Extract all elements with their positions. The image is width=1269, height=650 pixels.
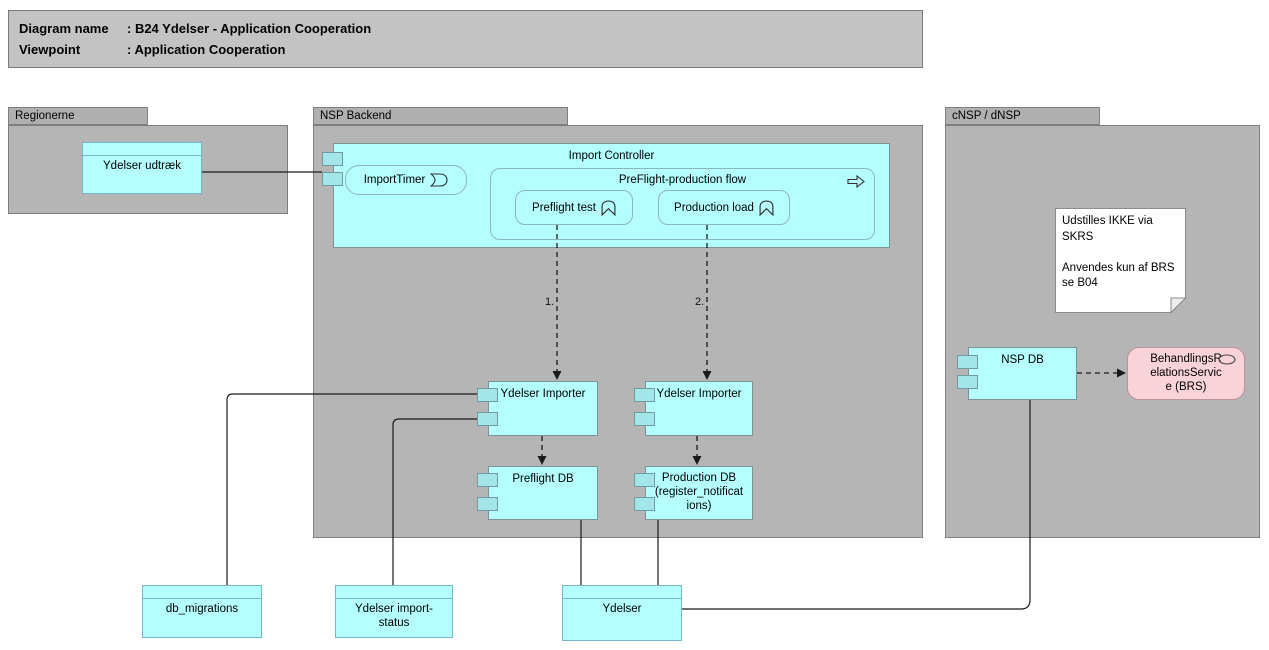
viewpoint-value: : Application Cooperation bbox=[127, 42, 286, 57]
node-preflight-test[interactable]: Preflight test bbox=[515, 190, 633, 225]
note-sticky[interactable]: Udstilles IKKE via SKRS Anvendes kun af … bbox=[1055, 208, 1187, 314]
node-label: Ydelser import- status bbox=[355, 603, 433, 629]
component-port bbox=[957, 375, 978, 389]
data-object-band bbox=[83, 143, 201, 156]
node-label: Ydelser udtræk bbox=[103, 160, 181, 172]
node-ydelser[interactable]: Ydelser bbox=[562, 585, 682, 641]
component-port bbox=[634, 388, 655, 402]
component-port bbox=[634, 497, 655, 511]
component-port bbox=[477, 497, 498, 511]
node-import-timer[interactable]: ImportTimer bbox=[345, 165, 467, 195]
component-port bbox=[957, 355, 978, 369]
group-tab-regionerne[interactable]: Regionerne bbox=[8, 107, 148, 125]
diagram-name-row: Diagram name : B24 Ydelser - Application… bbox=[19, 18, 912, 39]
component-port bbox=[634, 412, 655, 426]
viewpoint-row: Viewpoint : Application Cooperation bbox=[19, 39, 912, 60]
node-label: Preflight DB bbox=[512, 473, 574, 485]
function-chevron-icon bbox=[601, 199, 616, 216]
component-port bbox=[477, 473, 498, 487]
data-object-band bbox=[563, 586, 681, 599]
node-label: Production DB (register_notificat ions) bbox=[654, 472, 744, 512]
service-ellipse-icon bbox=[1218, 354, 1236, 365]
edge-label-2: 2. bbox=[695, 296, 705, 308]
process-arrow-icon bbox=[847, 174, 865, 189]
group-body-cnsp-dnsp[interactable] bbox=[945, 125, 1260, 538]
node-label: PreFlight-production flow bbox=[618, 174, 747, 186]
edge-label-1: 1. bbox=[545, 296, 555, 308]
component-port bbox=[477, 412, 498, 426]
node-ydelser-importer-1[interactable]: Ydelser Importer bbox=[477, 381, 598, 436]
component-port bbox=[477, 388, 498, 402]
group-tab-cnsp-dnsp[interactable]: cNSP / dNSP bbox=[945, 107, 1100, 125]
node-ydelser-import-status[interactable]: Ydelser import- status bbox=[335, 585, 453, 638]
data-object-band bbox=[143, 586, 261, 599]
component-port bbox=[634, 473, 655, 487]
node-label: ImportTimer bbox=[363, 174, 426, 186]
node-db-migrations[interactable]: db_migrations bbox=[142, 585, 262, 638]
function-chevron-icon bbox=[759, 199, 774, 216]
component-port bbox=[322, 152, 343, 166]
node-label: Ydelser bbox=[602, 603, 642, 615]
node-label: db_migrations bbox=[165, 603, 239, 615]
node-label: NSP DB bbox=[1001, 354, 1044, 366]
node-label: Import Controller bbox=[568, 150, 655, 162]
note-text: Udstilles IKKE via SKRS Anvendes kun af … bbox=[1062, 215, 1175, 289]
node-preflight-db[interactable]: Preflight DB bbox=[477, 466, 598, 520]
viewpoint-label: Viewpoint bbox=[19, 42, 81, 57]
group-tab-nsp-backend[interactable]: NSP Backend bbox=[313, 107, 568, 125]
node-label: BehandlingsR elationsServic e (BRS) bbox=[1150, 353, 1222, 393]
component-port bbox=[322, 172, 343, 186]
node-brs[interactable]: BehandlingsR elationsServic e (BRS) bbox=[1127, 347, 1245, 400]
node-label: Preflight test bbox=[532, 201, 596, 214]
node-production-db[interactable]: Production DB (register_notificat ions) bbox=[634, 466, 753, 520]
node-ydelser-udtraek[interactable]: Ydelser udtræk bbox=[82, 142, 202, 194]
diagram-name-value: : B24 Ydelser - Application Cooperation bbox=[127, 21, 372, 36]
event-icon bbox=[429, 173, 448, 187]
diagram-title-block: Diagram name : B24 Ydelser - Application… bbox=[8, 10, 923, 68]
diagram-name-label: Diagram name bbox=[19, 21, 109, 36]
note-shape bbox=[1055, 208, 1187, 314]
node-nsp-db[interactable]: NSP DB bbox=[957, 347, 1077, 400]
node-label: Ydelser Importer bbox=[656, 388, 742, 400]
node-production-load[interactable]: Production load bbox=[658, 190, 790, 225]
data-object-band bbox=[336, 586, 452, 599]
node-ydelser-importer-2[interactable]: Ydelser Importer bbox=[634, 381, 753, 436]
node-label: Ydelser Importer bbox=[500, 388, 586, 400]
node-label: Production load bbox=[674, 201, 754, 214]
